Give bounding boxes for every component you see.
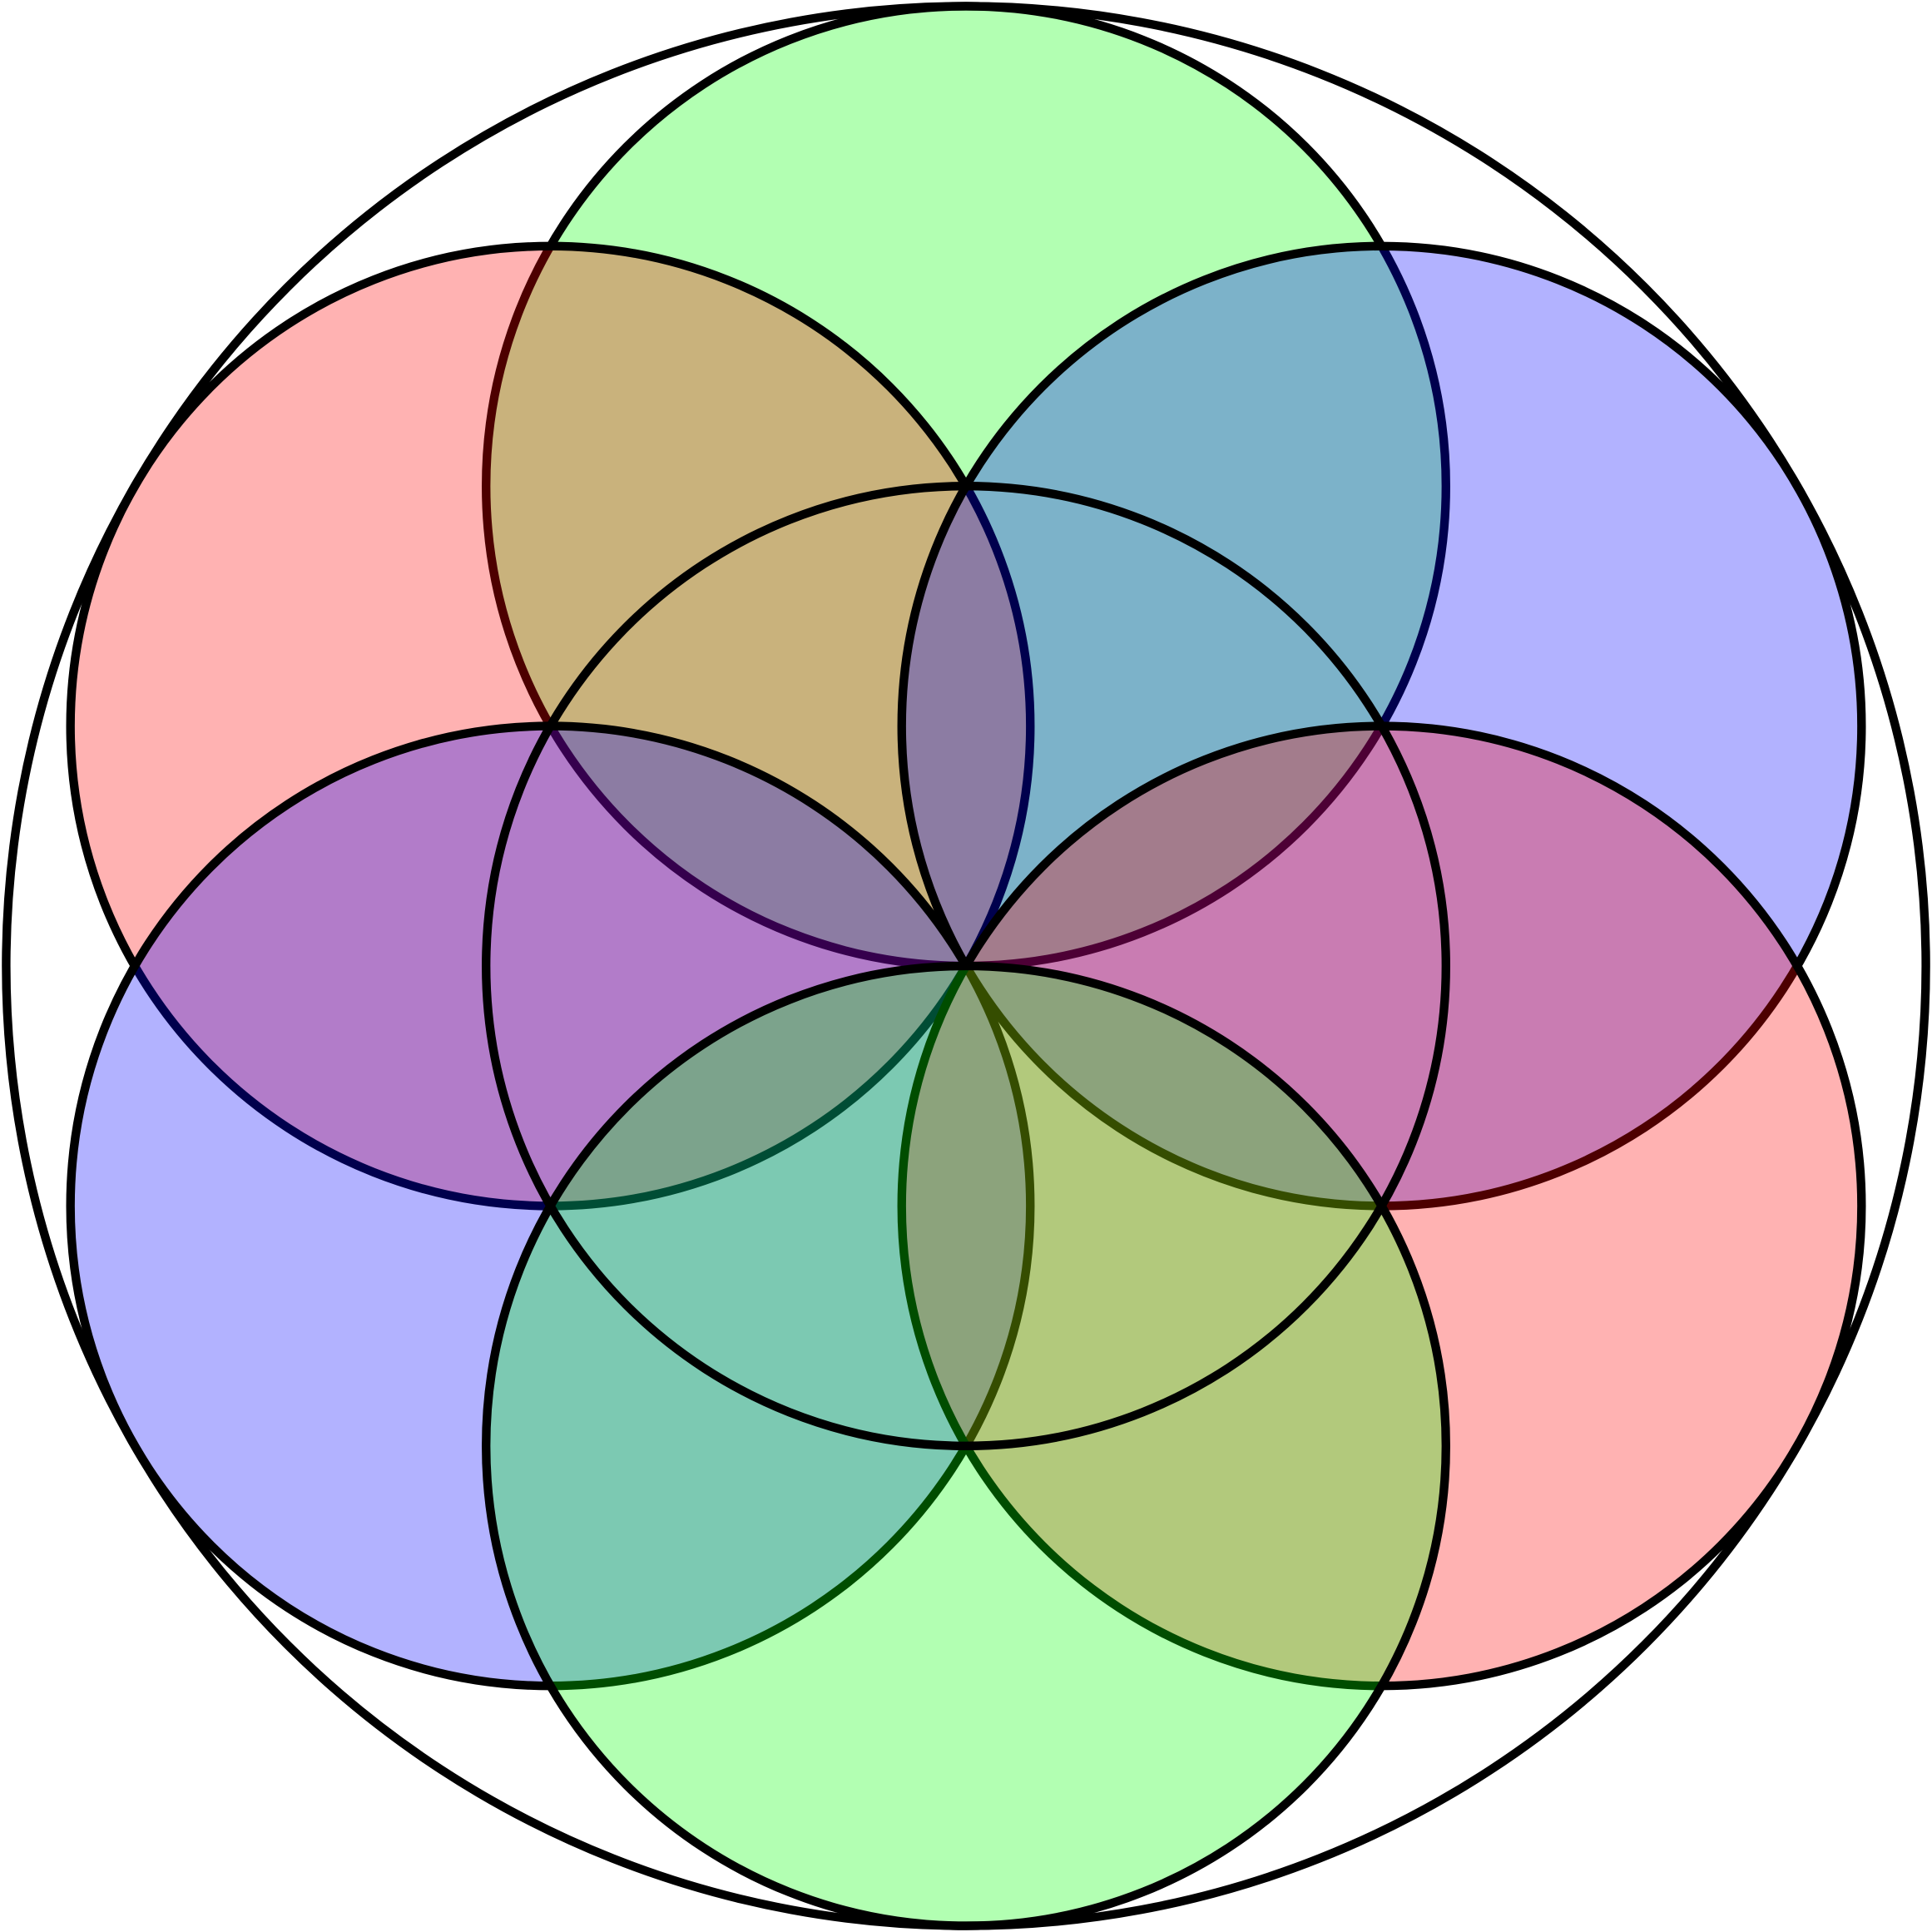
center-circle [482, 482, 1450, 1450]
